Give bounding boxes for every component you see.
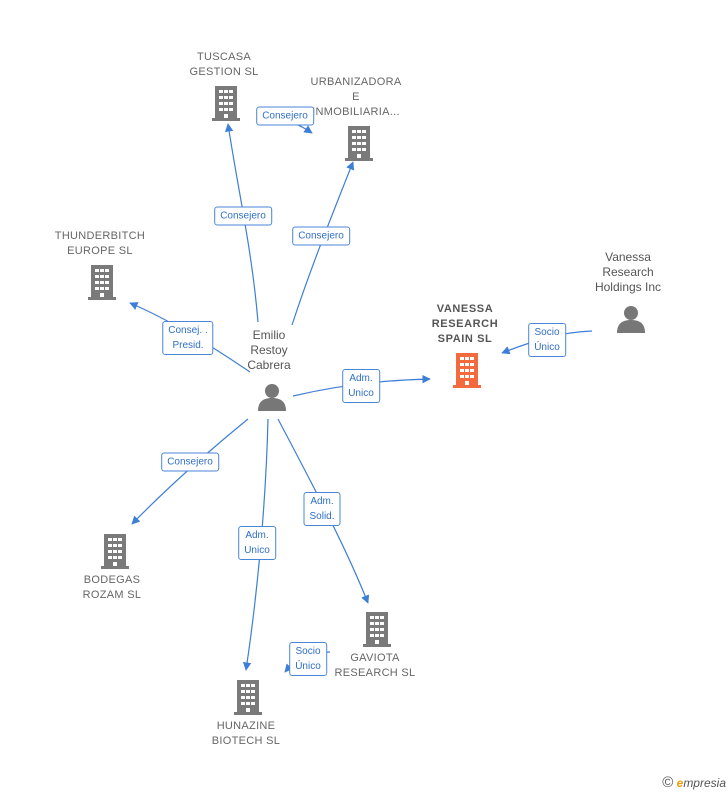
building-icon[interactable] bbox=[345, 126, 373, 161]
person-icon[interactable] bbox=[617, 306, 645, 333]
brand-logo-initial: e bbox=[676, 776, 684, 790]
edge-label-socio-unico[interactable]: Socio Único bbox=[528, 323, 566, 357]
edge-label-adm-unico[interactable]: Adm. Unico bbox=[342, 369, 380, 403]
edge-label-adm-unico[interactable]: Adm. Unico bbox=[238, 526, 276, 560]
node-emilio[interactable]: Emilio Restoy Cabrera bbox=[247, 328, 291, 372]
edge-label-consejero[interactable]: Consejero bbox=[256, 106, 314, 126]
building-icon[interactable] bbox=[234, 680, 262, 715]
node-bodegas[interactable]: BODEGAS ROZAM SL bbox=[82, 574, 142, 601]
edge-label-adm-solid[interactable]: Adm. Solid. bbox=[303, 492, 341, 526]
building-icon[interactable] bbox=[363, 612, 391, 647]
building-icon[interactable] bbox=[88, 265, 116, 300]
node-tuscasa[interactable]: TUSCASA GESTION SL bbox=[189, 51, 259, 78]
node-hunazine[interactable]: HUNAZINE BIOTECH SL bbox=[211, 720, 281, 747]
edge-label-socio-unico[interactable]: Socio Único bbox=[289, 642, 327, 676]
node-gaviota[interactable]: GAVIOTA RESEARCH SL bbox=[334, 652, 416, 679]
edge-line-e7 bbox=[131, 418, 249, 525]
copyright-icon: © bbox=[662, 774, 674, 791]
node-urbanizadora[interactable]: URBANIZADORA E INMOBILIARIA... bbox=[310, 76, 402, 118]
node-thunderbitch[interactable]: THUNDERBITCH EUROPE SL bbox=[54, 230, 146, 257]
edge-label-consejero[interactable]: Consejero bbox=[292, 226, 350, 246]
node-vanessa-holdings[interactable]: Vanessa Research Holdings Inc bbox=[594, 250, 662, 294]
footer-brand: © empresia bbox=[662, 774, 726, 791]
edge-label-consejero[interactable]: Consejero bbox=[161, 452, 219, 472]
person-icon[interactable] bbox=[258, 384, 286, 411]
building-icon[interactable] bbox=[101, 534, 129, 569]
node-vanessa-spain[interactable]: VANESSA RESEARCH SPAIN SL bbox=[431, 303, 499, 345]
brand-logo-text: mpresia bbox=[683, 776, 726, 790]
building-icon[interactable] bbox=[453, 353, 481, 388]
building-icon[interactable] bbox=[212, 86, 240, 121]
edge-label-consejero[interactable]: Consejero bbox=[214, 206, 272, 226]
edge-label-consej-presid[interactable]: Consej. . Presid. bbox=[162, 321, 214, 355]
